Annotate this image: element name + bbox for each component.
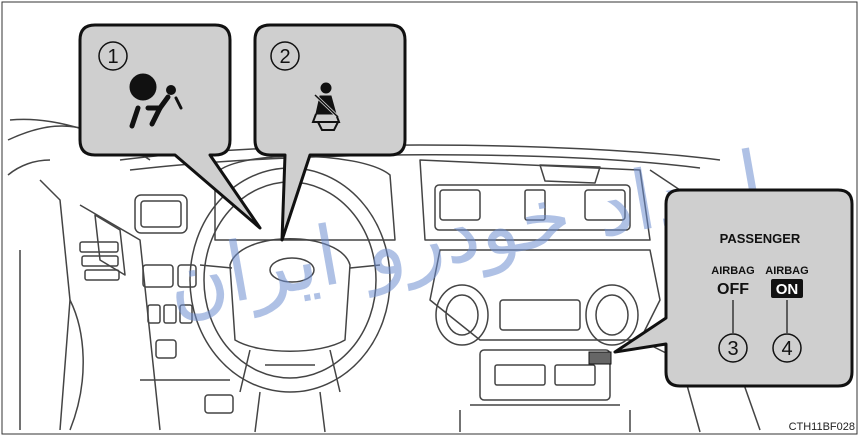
airbag-off-label-top: AIRBAG xyxy=(711,265,754,277)
airbag-off-label-bottom: OFF xyxy=(717,281,749,298)
passenger-heading: PASSENGER xyxy=(720,231,801,246)
airbag-on-label-bottom: ON xyxy=(776,281,799,298)
passenger-airbag-indicator-location xyxy=(589,352,611,364)
callout-number-3: 3 xyxy=(727,338,738,360)
callout-number-4: 4 xyxy=(781,338,792,360)
callout-number-2: 2 xyxy=(279,46,290,68)
figure-code: CTH11BF028 xyxy=(789,421,855,433)
callout-number-1: 1 xyxy=(107,46,118,68)
airbag-on-label-top: AIRBAG xyxy=(765,265,808,277)
